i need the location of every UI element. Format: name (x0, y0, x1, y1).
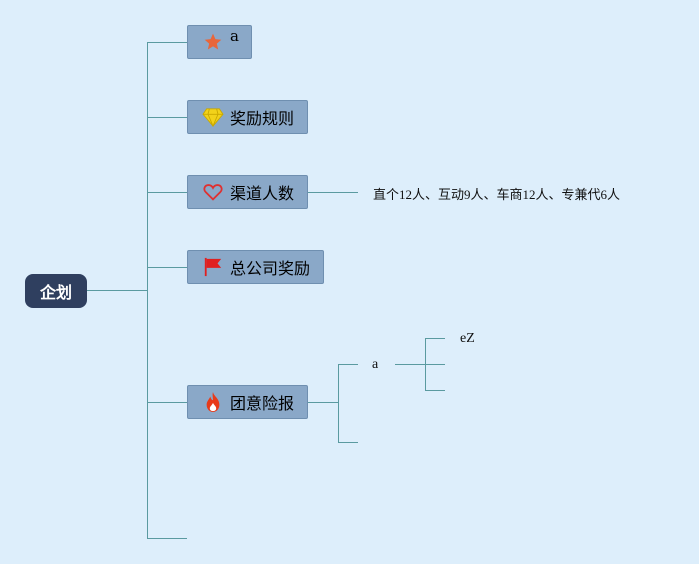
connector-branch-3 (147, 192, 187, 194)
connector-sub-stem (308, 402, 338, 404)
connector-branch-1 (147, 42, 187, 44)
channel-count-note: 直个12人、互动9人、车商12人、专兼代6人 (373, 187, 621, 202)
root-label: 企划 (39, 283, 72, 302)
star-icon (202, 31, 224, 53)
branch-label: a (230, 27, 239, 45)
flag-icon (202, 256, 224, 278)
branch-label: 奖励规则 (230, 109, 295, 128)
branch-node-a[interactable]: a (187, 25, 252, 59)
connector-branch-2 (147, 117, 187, 119)
fire-icon (202, 391, 224, 413)
diamond-icon (202, 106, 224, 128)
subnode-a[interactable]: a (372, 357, 379, 372)
heart-icon (202, 181, 224, 203)
branch-label: 团意险报 (230, 394, 295, 413)
branch-node-hq-rewards[interactable]: 总公司奖励 (187, 250, 324, 284)
branch-label: 渠道人数 (230, 184, 295, 203)
connector-leaf-2 (425, 364, 445, 366)
branch-node-channel-count[interactable]: 渠道人数 (187, 175, 308, 209)
connector-leaf-stem (395, 364, 425, 366)
connector-sub-trunk (338, 364, 340, 442)
connector-root (87, 290, 147, 292)
leaf-ez[interactable]: eZ (460, 331, 475, 346)
connector-branch-empty (147, 538, 187, 540)
root-node[interactable]: 企划 (25, 274, 87, 308)
connector-sub-a (338, 364, 358, 366)
branch-label: 总公司奖励 (230, 259, 311, 278)
connector-branch-5 (147, 402, 187, 404)
connector-leaf-1 (425, 338, 445, 340)
connector-trunk (147, 42, 149, 538)
branch-node-rewards-rules[interactable]: 奖励规则 (187, 100, 308, 134)
connector-branch-4 (147, 267, 187, 269)
connector-leaf-3 (425, 390, 445, 392)
branch-node-group-insurance[interactable]: 团意险报 (187, 385, 308, 419)
connector-sub-empty (338, 442, 358, 444)
connector-note (308, 192, 358, 194)
